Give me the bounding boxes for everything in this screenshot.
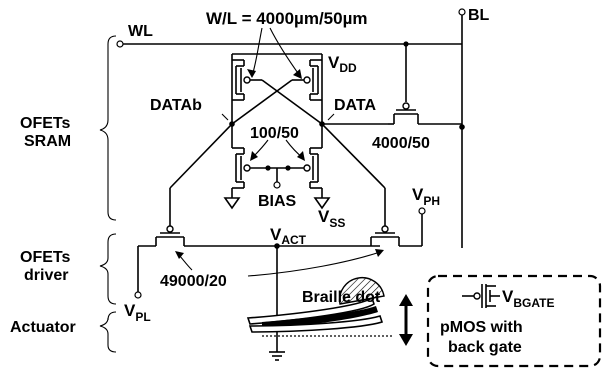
legend-box <box>426 274 602 368</box>
sram-load-left <box>223 147 277 210</box>
sram-load-right <box>277 147 331 210</box>
access-pmos <box>322 41 462 125</box>
bitline <box>458 8 466 248</box>
section-sram-line2: SRAM <box>24 133 71 150</box>
wl-label: WL <box>128 23 153 40</box>
vact-node <box>274 243 280 318</box>
section-braces <box>99 35 117 353</box>
bias-node <box>265 165 291 189</box>
driver-pmos-left <box>134 225 380 299</box>
data-label: DATA <box>334 97 377 114</box>
section-actuator: Actuator <box>10 319 76 336</box>
ratio-49000-20-arrows <box>175 249 384 277</box>
vdd-rail <box>231 53 323 60</box>
vpl-label: VPL <box>124 301 151 324</box>
ratio-100-50-label: 100/50 <box>250 125 299 142</box>
vph-label: VPH <box>412 185 440 208</box>
legend-line1: pMOS with <box>440 319 523 336</box>
wl-ratio-label: W/L = 4000µm/50µm <box>206 9 368 28</box>
vss-label: VSS <box>318 207 345 230</box>
wordline <box>116 40 462 48</box>
braille-dot-icon <box>338 276 385 305</box>
bl-label: BL <box>468 7 490 24</box>
ratio-49000-20-label: 49000/20 <box>160 273 227 290</box>
legend-line2: back gate <box>448 339 522 356</box>
sram-pmos-right <box>292 59 323 101</box>
section-driver-line1: OFETs <box>20 249 70 266</box>
wl-ratio-arrows <box>247 27 302 79</box>
driver-pmos-right <box>370 207 426 247</box>
ratio-100-50-arrows <box>250 139 305 161</box>
bias-label: BIAS <box>258 193 297 210</box>
section-sram-line1: OFETs <box>20 115 70 132</box>
vact-label: VACT <box>270 225 307 247</box>
actuator <box>246 296 392 361</box>
data-leaders <box>221 113 335 121</box>
sram-pmos-left <box>231 59 262 101</box>
section-driver-line2: driver <box>24 267 68 284</box>
vdd-label: VDD <box>328 53 357 75</box>
motion-arrow-icon <box>399 294 413 346</box>
legend-vbgate-label: VBGATE <box>502 287 554 310</box>
ratio-4000-50-label: 4000/50 <box>372 135 430 152</box>
braille-dot-label: Braille dot <box>302 289 381 306</box>
datab-label: DATAb <box>150 97 202 114</box>
sram-to-driver <box>169 123 386 226</box>
